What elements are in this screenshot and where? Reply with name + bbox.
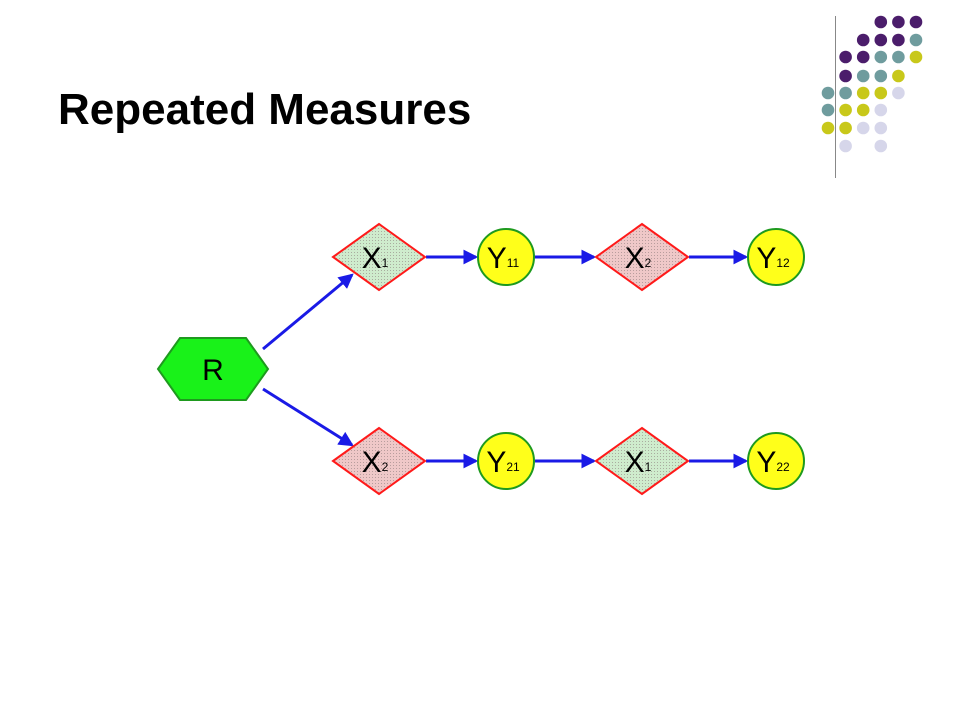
treatment-node-x2: X2 (594, 222, 690, 292)
decorative-dot (874, 121, 888, 135)
decorative-dot (892, 86, 905, 100)
decorative-dot (892, 69, 905, 83)
observation-node-y22: Y22 (747, 432, 805, 490)
decorative-dot (856, 33, 870, 47)
decorative-dot (874, 139, 888, 153)
decorative-dot (856, 69, 870, 83)
node-label: Y12 (756, 242, 790, 275)
observation-node-y21: Y21 (477, 432, 535, 490)
treatment-node-x1: X1 (331, 222, 427, 292)
node-label: X1 (362, 242, 389, 275)
observation-node-y11: Y11 (477, 228, 535, 286)
title-divider-line (835, 16, 836, 178)
node-label: X2 (625, 242, 652, 275)
decorative-dot (874, 33, 888, 47)
decorative-dot (892, 50, 905, 64)
treatment-node-x1: X1 (594, 426, 690, 496)
decorative-dot (874, 15, 888, 29)
decorative-dot (856, 50, 870, 64)
decorative-dot (892, 15, 905, 29)
observation-node-y12: Y12 (747, 228, 805, 286)
decorative-dot (821, 103, 835, 117)
slide-title: Repeated Measures (58, 85, 472, 134)
decorative-dot-grid (821, 15, 923, 153)
decorative-dot (821, 121, 835, 135)
random-assignment-label: R (202, 354, 224, 387)
decorative-dot (839, 103, 852, 117)
branch-arrow-to-group-2 (262, 387, 354, 447)
node-label: X1 (625, 446, 652, 479)
treatment-node-x2: X2 (331, 426, 427, 496)
decorative-dot (874, 103, 888, 117)
decorative-dot (839, 50, 852, 64)
decorative-dot (909, 50, 923, 64)
node-label: Y22 (756, 446, 790, 479)
decorative-dot (839, 69, 852, 83)
node-label: X2 (362, 446, 389, 479)
decorative-dot (856, 86, 870, 100)
branch-arrow-to-group-1 (262, 273, 354, 351)
decorative-dot (874, 50, 888, 64)
random-assignment-node: R (156, 337, 270, 401)
decorative-dot (839, 139, 852, 153)
decorative-dot (874, 86, 888, 100)
node-label: Y11 (487, 242, 520, 275)
decorative-dot (821, 86, 835, 100)
decorative-dot (839, 121, 852, 135)
decorative-dot (839, 86, 852, 100)
decorative-dot (856, 121, 870, 135)
decorative-dot (909, 15, 923, 29)
decorative-dot (856, 103, 870, 117)
decorative-dot (874, 69, 888, 83)
decorative-dot (892, 33, 905, 47)
decorative-dot (909, 33, 923, 47)
node-label: Y21 (486, 446, 520, 479)
